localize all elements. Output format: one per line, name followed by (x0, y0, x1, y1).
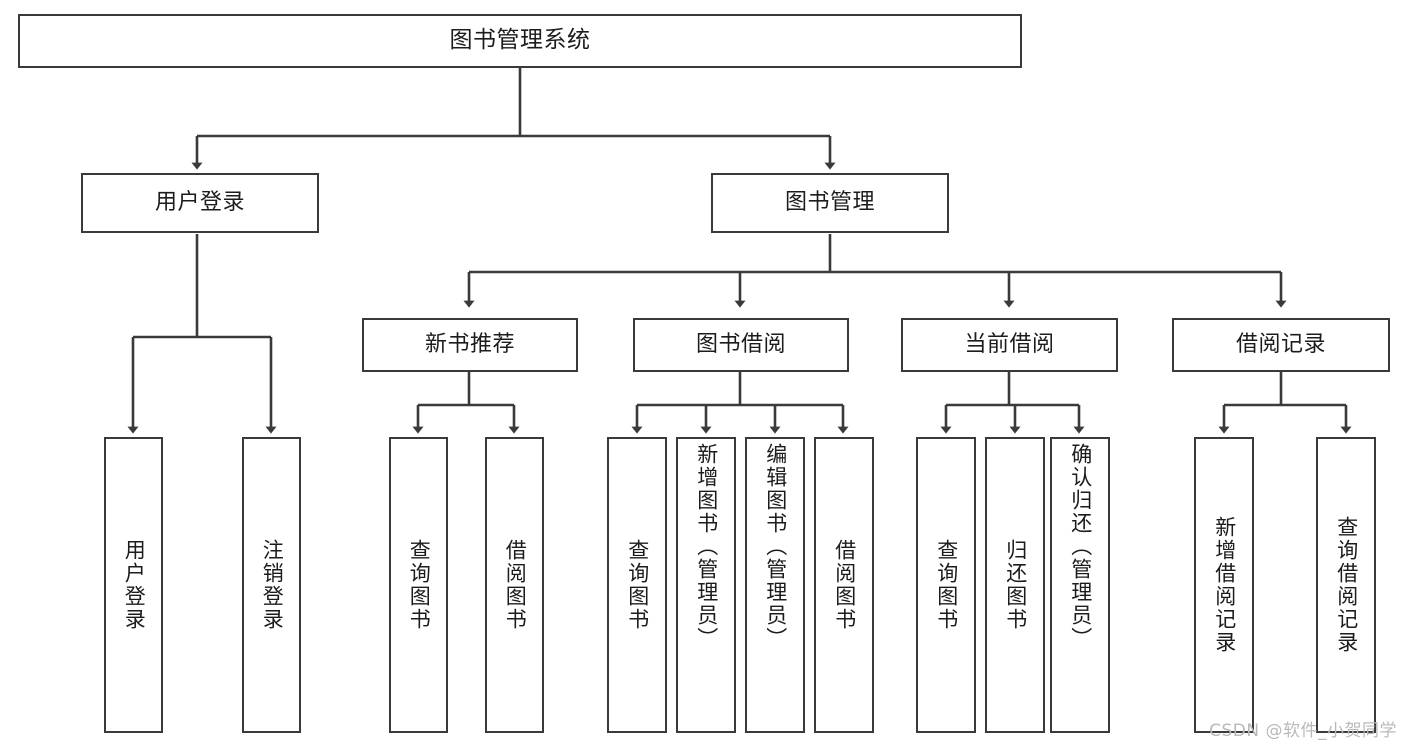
leaf-query-book-1[interactable]: 查询图书 (389, 437, 448, 733)
node-book-borrow[interactable]: 图书借阅 (633, 318, 849, 372)
node-new-book-recommend-label: 新书推荐 (424, 331, 515, 357)
leaf-borrow-book-1[interactable]: 借阅图书 (485, 437, 544, 733)
leaf-query-book-3-label: 查询图书 (934, 539, 959, 631)
node-current-borrow[interactable]: 当前借阅 (901, 318, 1118, 372)
leaf-return-book-label: 归还图书 (1003, 539, 1028, 631)
node-book-management[interactable]: 图书管理 (711, 173, 949, 233)
leaf-add-record-label: 新增借阅记录 (1212, 516, 1237, 654)
leaf-add-record[interactable]: 新增借阅记录 (1194, 437, 1254, 733)
leaf-edit-book-label: 编辑图书（管理员） (763, 443, 788, 650)
leaf-query-record[interactable]: 查询借阅记录 (1316, 437, 1376, 733)
leaf-return-book[interactable]: 归还图书 (985, 437, 1045, 733)
leaf-logout-login-label: 注销登录 (260, 539, 285, 631)
node-user-login-label: 用户登录 (154, 189, 245, 215)
node-book-management-label: 图书管理 (784, 189, 875, 215)
leaf-add-book[interactable]: 新增图书（管理员） (676, 437, 736, 733)
leaf-confirm-return[interactable]: 确认归还（管理员） (1050, 437, 1110, 733)
leaf-query-book-1-label: 查询图书 (407, 539, 432, 631)
node-current-borrow-label: 当前借阅 (964, 331, 1055, 357)
node-new-book-recommend[interactable]: 新书推荐 (362, 318, 578, 372)
leaf-logout-login[interactable]: 注销登录 (242, 437, 301, 733)
leaf-borrow-book-1-label: 借阅图书 (503, 539, 528, 631)
leaf-add-book-label: 新增图书（管理员） (694, 443, 719, 650)
leaf-borrow-book-2-label: 借阅图书 (832, 539, 857, 631)
leaf-edit-book[interactable]: 编辑图书（管理员） (745, 437, 805, 733)
node-user-login[interactable]: 用户登录 (81, 173, 319, 233)
node-borrow-record-label: 借阅记录 (1235, 331, 1326, 357)
leaf-borrow-book-2[interactable]: 借阅图书 (814, 437, 874, 733)
node-book-borrow-label: 图书借阅 (695, 331, 786, 357)
leaf-user-login-label: 用户登录 (122, 539, 147, 631)
node-root-system-label: 图书管理系统 (449, 27, 591, 54)
leaf-query-book-2-label: 查询图书 (625, 539, 650, 631)
leaf-confirm-return-label: 确认归还（管理员） (1068, 443, 1093, 650)
leaf-user-login[interactable]: 用户登录 (104, 437, 163, 733)
node-root-system[interactable]: 图书管理系统 (18, 14, 1022, 68)
node-borrow-record[interactable]: 借阅记录 (1172, 318, 1390, 372)
leaf-query-book-3[interactable]: 查询图书 (916, 437, 976, 733)
leaf-query-record-label: 查询借阅记录 (1334, 516, 1359, 654)
leaf-query-book-2[interactable]: 查询图书 (607, 437, 667, 733)
